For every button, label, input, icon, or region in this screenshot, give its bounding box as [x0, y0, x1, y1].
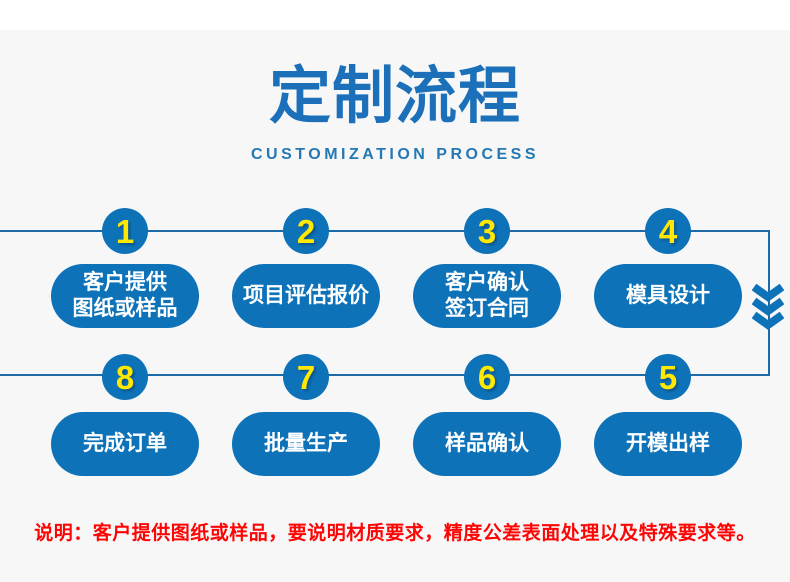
- step-7: 7 批量生产: [232, 354, 380, 476]
- connector-line-row2: [0, 374, 769, 376]
- step-number: 2: [296, 212, 316, 250]
- step-pill: 批量生产: [232, 412, 380, 476]
- step-2: 2 项目评估报价: [232, 208, 380, 328]
- step-label-line: 项目评估报价: [243, 284, 369, 308]
- step-number: 7: [296, 358, 316, 396]
- page-title: 定制流程: [268, 62, 521, 131]
- step-label-line: 开模出样: [626, 432, 710, 456]
- step-number-badge: 4: [645, 208, 691, 254]
- step-number: 3: [477, 212, 497, 250]
- step-number-badge: 5: [645, 354, 691, 400]
- top-white-band: [0, 0, 790, 30]
- step-pill: 模具设计: [594, 264, 742, 328]
- step-1: 1 客户提供 图纸或样品: [51, 208, 199, 328]
- step-label-line: 样品确认: [445, 432, 529, 456]
- step-label-line: 图纸或样品: [72, 297, 178, 320]
- step-label-line: 客户提供: [83, 271, 167, 295]
- step-label-line: 完成订单: [83, 432, 167, 456]
- step-number: 6: [477, 358, 497, 396]
- step-label-line: 模具设计: [626, 284, 710, 308]
- note-text: 说明：客户提供图纸或样品，要说明材质要求，精度公差表面处理以及特殊要求等。: [34, 523, 756, 544]
- step-8: 8 完成订单: [51, 354, 199, 476]
- step-pill: 项目评估报价: [232, 264, 380, 328]
- step-3: 3 客户确认 签订合同: [413, 208, 561, 328]
- step-6: 6 样品确认: [413, 354, 561, 476]
- step-5: 5 开模出样: [594, 354, 742, 476]
- step-number: 8: [115, 358, 135, 396]
- step-number-badge: 2: [283, 208, 329, 254]
- step-pill: 开模出样: [594, 412, 742, 476]
- step-number-badge: 1: [102, 208, 148, 254]
- step-number: 4: [658, 212, 678, 250]
- step-label-line: 批量生产: [264, 432, 348, 456]
- step-number: 1: [115, 212, 135, 250]
- connector-line-row1: [0, 230, 769, 232]
- step-pill: 完成订单: [51, 412, 199, 476]
- step-pill: 客户提供 图纸或样品: [51, 264, 199, 328]
- connector-line-right: [768, 230, 770, 376]
- step-number-badge: 7: [283, 354, 329, 400]
- step-number-badge: 6: [464, 354, 510, 400]
- step-label-line: 签订合同: [445, 297, 529, 320]
- chevron-down-triple-icon: [751, 284, 785, 330]
- step-label-line: 客户确认: [445, 271, 529, 295]
- step-number-badge: 8: [102, 354, 148, 400]
- step-pill: 样品确认: [413, 412, 561, 476]
- step-4: 4 模具设计: [594, 208, 742, 328]
- step-number-badge: 3: [464, 208, 510, 254]
- page-subtitle: CUSTOMIZATION PROCESS: [250, 146, 540, 163]
- step-number: 5: [658, 358, 678, 396]
- step-pill: 客户确认 签订合同: [413, 264, 561, 328]
